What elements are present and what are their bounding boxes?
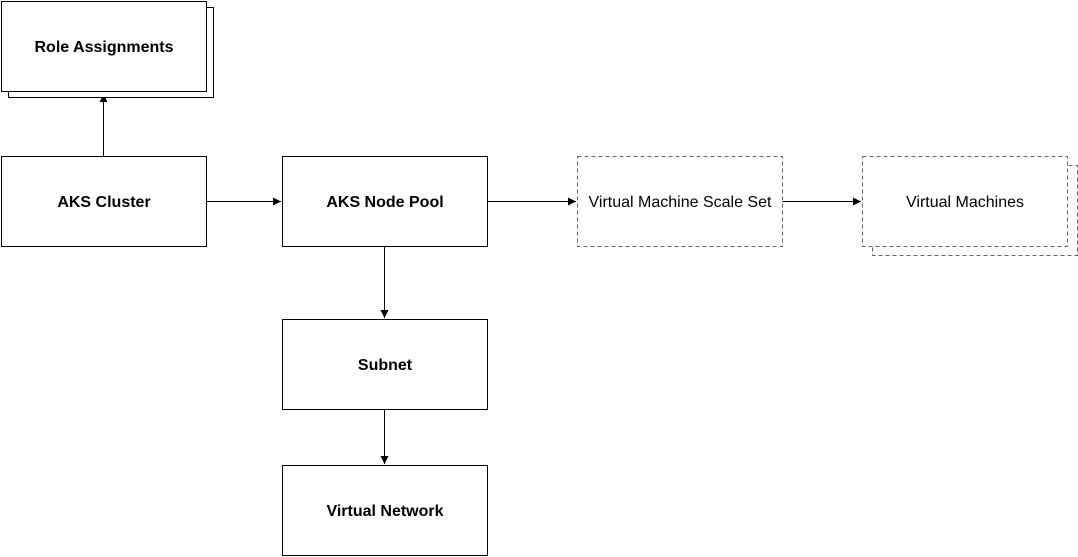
subnet-node[interactable]: Subnet <box>282 319 488 410</box>
edges <box>99 94 861 464</box>
subnet-label: Subnet <box>358 357 413 374</box>
role-assignments-label: Role Assignments <box>35 39 174 56</box>
vmss-box <box>577 156 783 247</box>
role-assignments-node[interactable]: Role Assignments <box>1 1 214 98</box>
virtual-network-label: Virtual Network <box>326 503 443 520</box>
vmss-node[interactable]: Virtual Machine Scale Set <box>577 156 783 247</box>
virtual-network-box <box>282 465 488 556</box>
virtual-network-node[interactable]: Virtual Network <box>282 465 488 556</box>
virtual-machines-node[interactable]: Virtual Machines <box>862 156 1078 256</box>
virtual-machines-box <box>862 156 1068 247</box>
aks-cluster-node[interactable]: AKS Cluster <box>1 156 207 247</box>
subnet-box <box>282 319 488 410</box>
aks-node-pool-node[interactable]: AKS Node Pool <box>282 156 488 247</box>
aks-cluster-label: AKS Cluster <box>57 194 150 211</box>
role-assignments-box <box>1 1 207 92</box>
vmss-label: Virtual Machine Scale Set <box>589 194 772 211</box>
virtual-machines-label: Virtual Machines <box>906 194 1024 211</box>
aks-node-pool-label: AKS Node Pool <box>326 194 443 211</box>
aks-node-pool-box <box>282 156 488 247</box>
aks-cluster-box <box>1 156 207 247</box>
